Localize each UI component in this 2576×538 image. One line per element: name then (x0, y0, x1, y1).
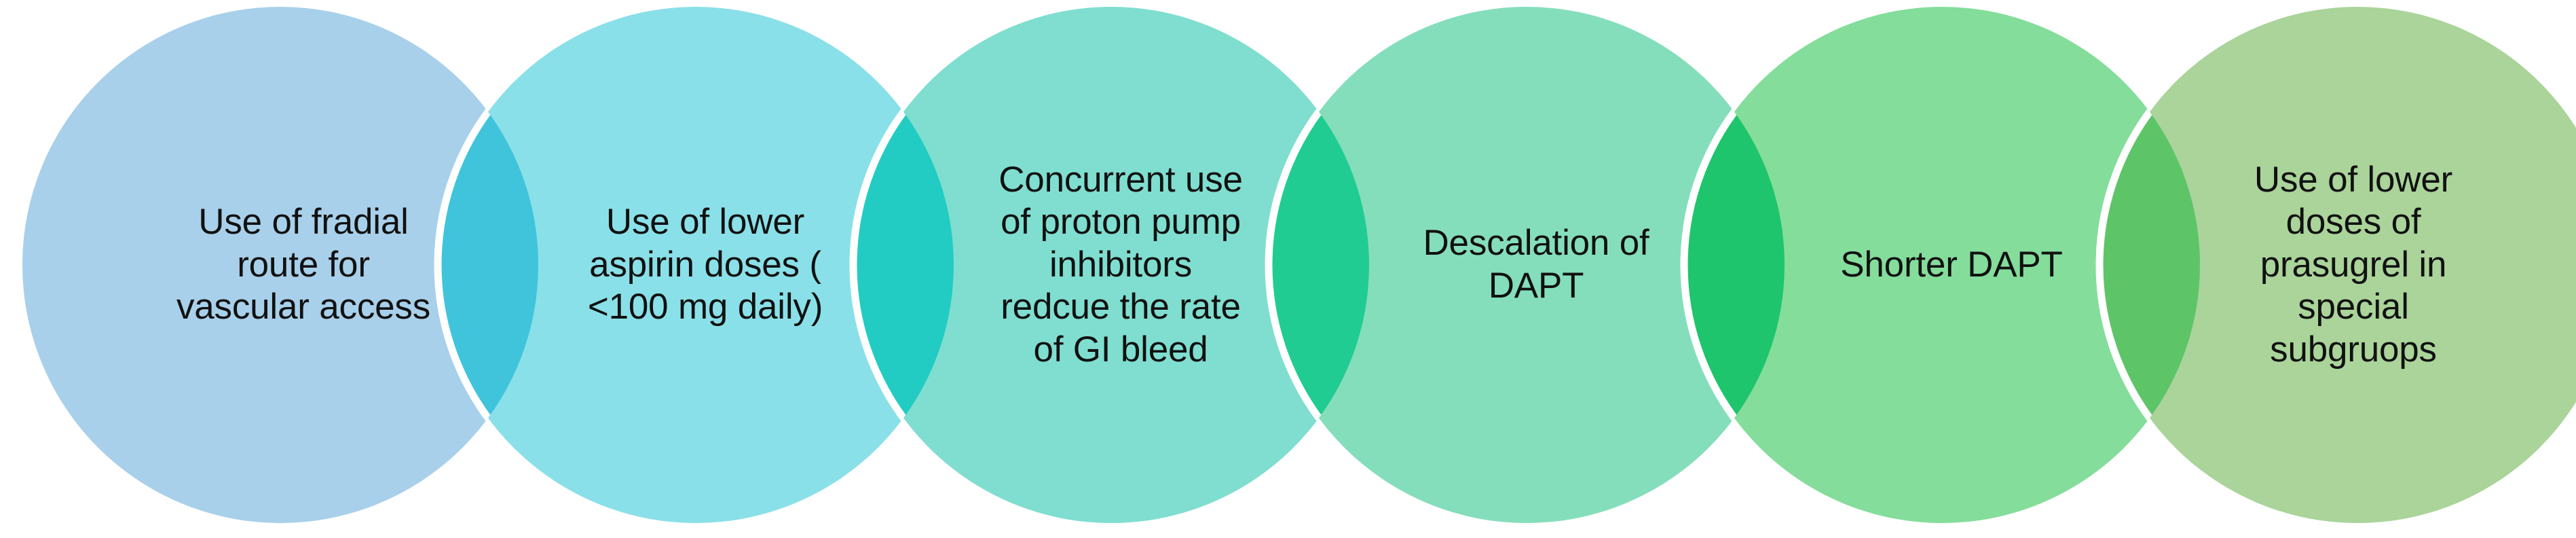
circle-bodies (22, 7, 2576, 523)
circle-label-low-dose-prasugrel: Use of lower doses of prasugrel in speci… (2254, 159, 2453, 370)
separator-arc-5 (1680, 7, 1785, 523)
separator-arc-2 (434, 7, 538, 523)
separator-arc-6 (2095, 7, 2200, 523)
circle-radial-access (22, 7, 538, 523)
circle-shorter-dapt (1684, 7, 2200, 523)
circle-low-dose-aspirin (438, 7, 954, 523)
circle-proton-pump-inhibitors (853, 7, 1369, 523)
circle-label-proton-pump-inhibitors: Concurrent use of proton pump inhibitors… (998, 159, 1243, 370)
circle-separator-strokes (434, 7, 2200, 523)
circle-label-dapt-descalation: Descalation of DAPT (1423, 223, 1649, 306)
separator-arc-3 (849, 7, 954, 523)
circle-dapt-descalation (1269, 7, 1785, 523)
circle-low-dose-prasugrel (2099, 7, 2576, 523)
circle-label-low-dose-aspirin: Use of lower aspirin doses ( <100 mg dai… (587, 202, 823, 327)
circle-label-shorter-dapt: Shorter DAPT (1840, 244, 2063, 285)
circle-label-radial-access: Use of fradial route for vascular access (176, 202, 431, 327)
separator-arc-4 (1265, 7, 1369, 523)
